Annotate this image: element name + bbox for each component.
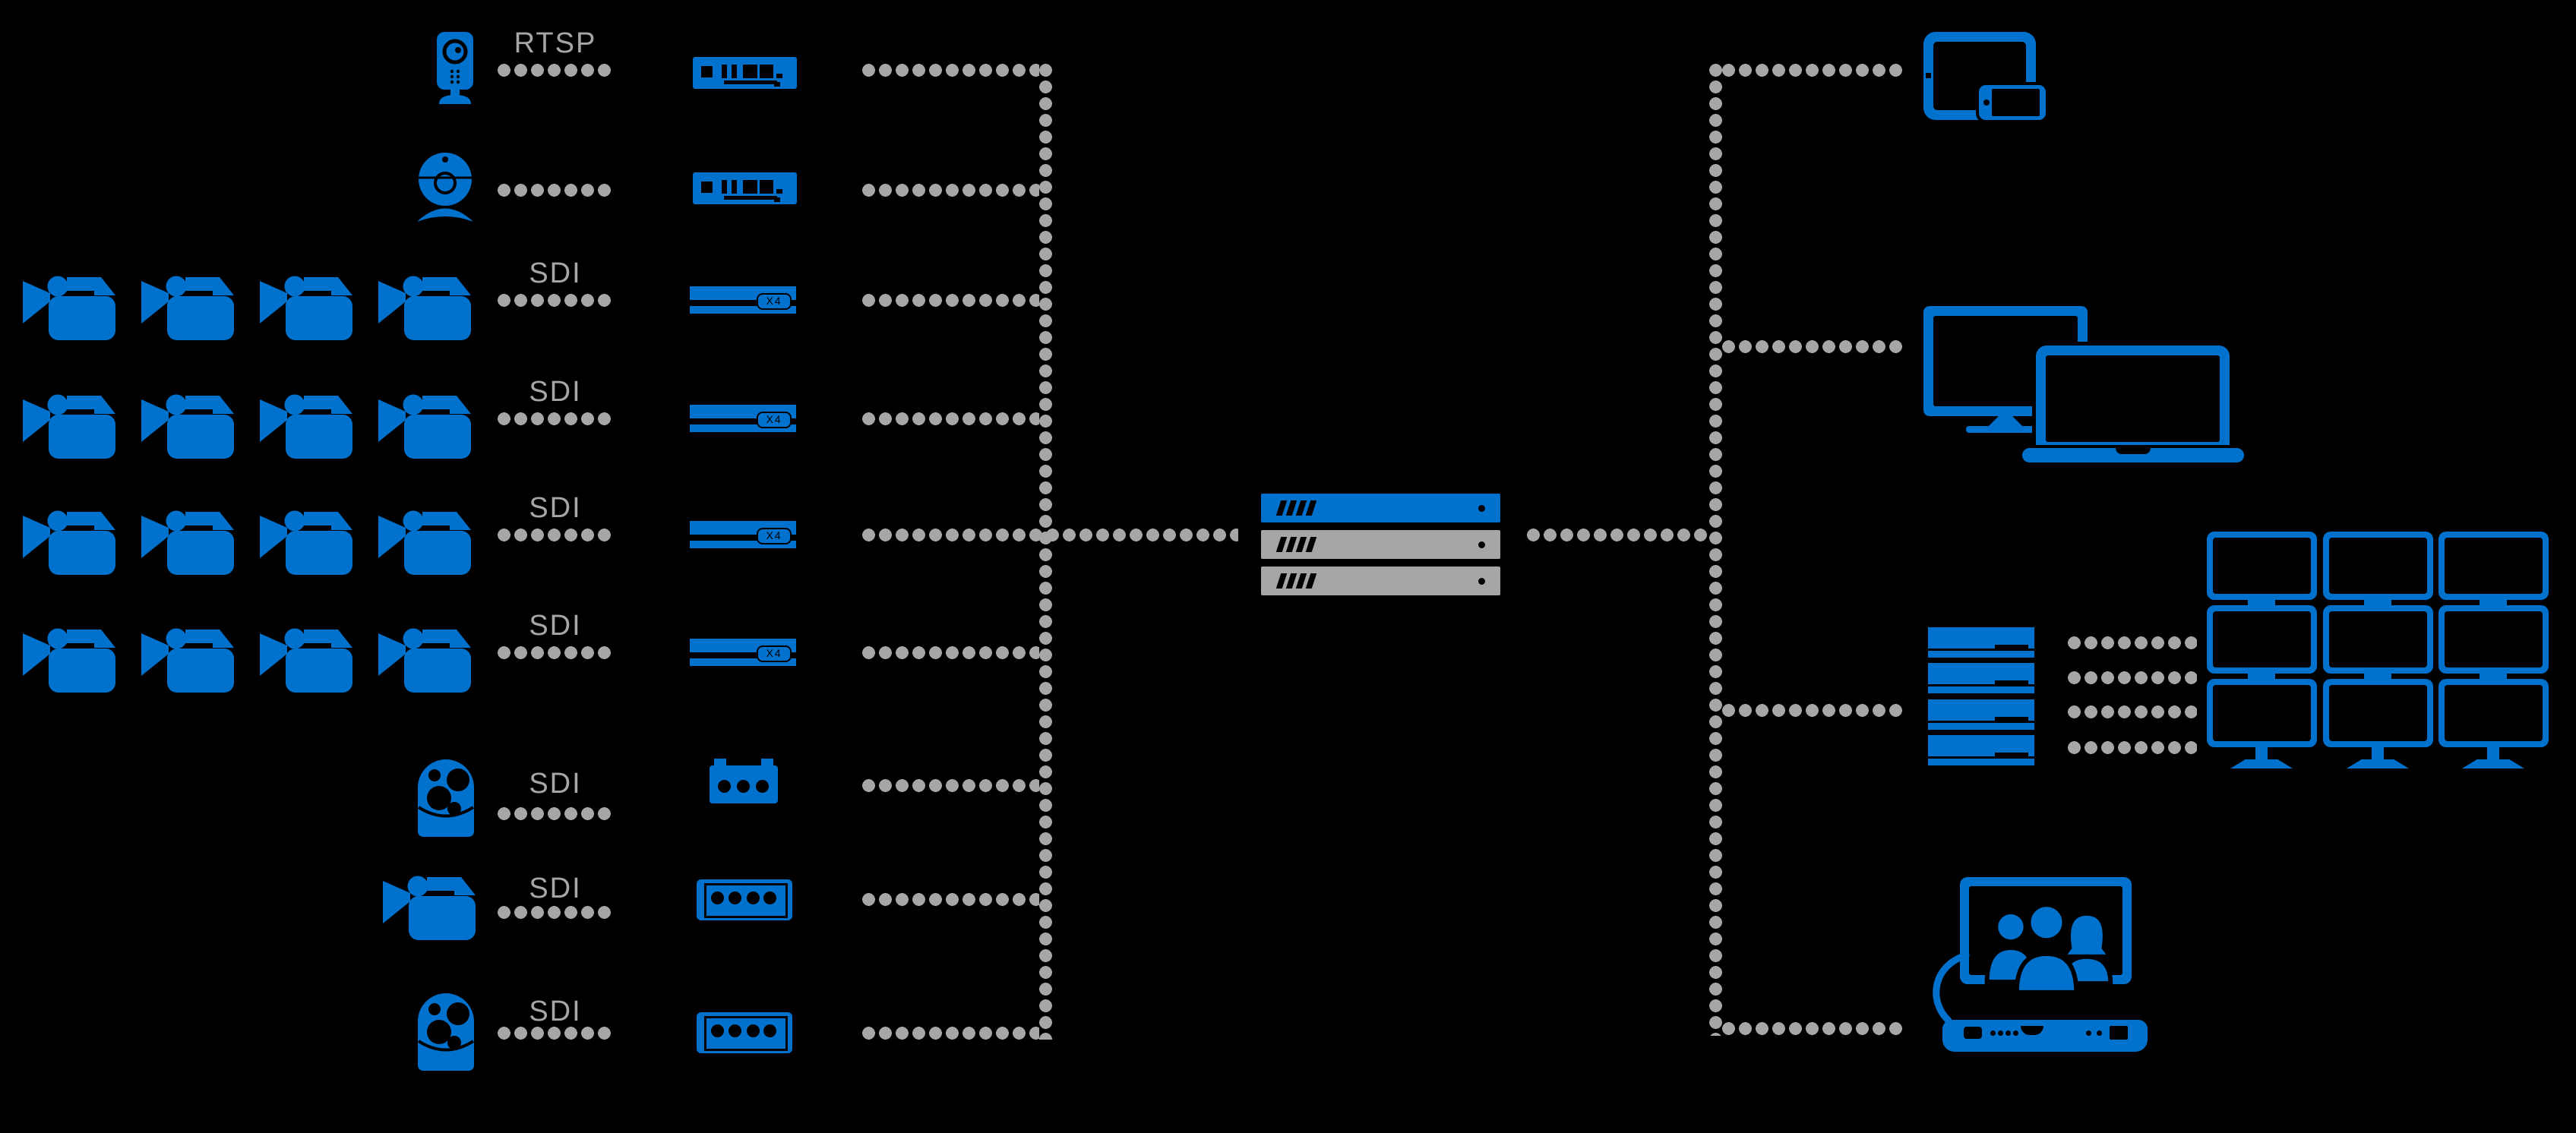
dotted-connector <box>498 1027 613 1040</box>
ptz-dome-camera-icon <box>418 759 474 837</box>
videowall-monitor <box>2323 605 2433 674</box>
server-unit-3 <box>1261 566 1500 595</box>
portable-encoder <box>697 1012 792 1053</box>
video-camera-icon <box>141 276 234 340</box>
dotted-connector <box>498 646 613 659</box>
decoder-unit <box>1928 699 2034 730</box>
protocol-label-sdi: SDI <box>529 768 582 800</box>
videowall-monitor <box>2439 532 2549 600</box>
x4-badge: X4 <box>757 293 792 310</box>
monitor-stand <box>1988 416 2023 427</box>
dotted-connector <box>498 529 613 541</box>
video-camera-icon <box>260 628 352 693</box>
dotted-connector <box>2068 705 2197 718</box>
x4-badge: X4 <box>757 412 792 428</box>
dotted-trunk-from-server <box>1527 529 1709 541</box>
dotted-connector <box>498 64 613 77</box>
rack-encoder <box>690 306 796 314</box>
monitor-foot <box>1966 426 2045 433</box>
dotted-connector <box>862 1027 1039 1040</box>
streaming-encoder <box>693 57 797 89</box>
video-camera-icon <box>23 510 115 575</box>
video-camera-icon <box>141 510 234 575</box>
videowall-monitor <box>2439 605 2549 674</box>
videowall-monitor <box>2323 679 2433 747</box>
rack-encoder <box>690 424 796 432</box>
video-camera-icon <box>260 276 352 340</box>
dotted-connector <box>2068 671 2197 684</box>
dotted-connector <box>498 294 613 307</box>
conference-cable <box>1933 952 1970 1024</box>
decoder-unit <box>1928 735 2034 765</box>
dotted-connector <box>2068 636 2197 649</box>
x4-badge: X4 <box>757 528 792 544</box>
ip-camera-icon <box>435 32 476 104</box>
videowall-monitor <box>2207 605 2317 674</box>
capture-device <box>710 759 778 803</box>
protocol-label-sdi: SDI <box>529 257 582 289</box>
video-camera-icon <box>141 394 234 459</box>
dotted-connector <box>2068 741 2197 754</box>
laptop-notch <box>2116 448 2151 454</box>
dotted-connector <box>862 779 1039 792</box>
conference-codec <box>1942 1020 2148 1052</box>
videowall-monitor <box>2207 679 2317 747</box>
protocol-label-sdi: SDI <box>529 996 582 1027</box>
videowall-monitor <box>2207 532 2317 600</box>
streaming-encoder <box>693 172 797 204</box>
dotted-connector <box>862 64 1039 77</box>
dome-camera-icon <box>418 993 474 1071</box>
video-camera-icon <box>260 510 352 575</box>
protocol-label-sdi: SDI <box>529 610 582 642</box>
video-camera-icon <box>23 394 115 459</box>
left-aggregation-bus <box>1039 64 1052 1040</box>
rack-encoder <box>690 541 796 548</box>
camcorder-icon <box>383 876 476 940</box>
webcam-icon <box>415 153 476 222</box>
video-camera-icon <box>23 276 115 340</box>
video-camera-icon <box>378 276 471 340</box>
dotted-connector <box>498 807 613 820</box>
protocol-label-sdi: SDI <box>529 376 582 408</box>
laptop-icon <box>2036 346 2230 448</box>
videowall-monitor <box>2439 679 2549 747</box>
dotted-branch-videowall <box>1722 704 1903 717</box>
phone-home-button <box>1983 99 1990 106</box>
decoder-unit <box>1928 627 2034 658</box>
dotted-connector <box>862 412 1039 425</box>
dotted-branch-conference <box>1722 1022 1903 1035</box>
phone-icon <box>1979 85 2046 120</box>
video-camera-icon <box>141 628 234 693</box>
server-unit-1 <box>1261 494 1500 522</box>
decoder-unit <box>1928 663 2034 693</box>
dotted-branch-desktop <box>1722 340 1903 353</box>
video-camera-icon <box>378 628 471 693</box>
video-camera-icon <box>23 628 115 693</box>
dotted-connector <box>498 412 613 425</box>
dotted-connector <box>498 184 613 197</box>
videowall-monitor <box>2323 532 2433 600</box>
video-camera-icon <box>378 510 471 575</box>
rack-encoder <box>690 658 796 666</box>
dotted-connector <box>862 646 1039 659</box>
protocol-label-sdi: SDI <box>529 873 582 904</box>
dotted-connector <box>862 184 1039 197</box>
dotted-branch-tablet <box>1722 64 1903 77</box>
dotted-connector <box>862 294 1039 307</box>
server-unit-2 <box>1261 530 1500 559</box>
protocol-label-rtsp: RTSP <box>514 27 597 59</box>
video-camera-icon <box>260 394 352 459</box>
dotted-connector <box>862 893 1039 906</box>
video-camera-icon <box>378 394 471 459</box>
dotted-connector <box>498 906 613 919</box>
protocol-label-sdi: SDI <box>529 492 582 524</box>
x4-badge: X4 <box>757 645 792 662</box>
laptop-base <box>2022 448 2244 462</box>
right-distribution-bus <box>1709 64 1722 1036</box>
portable-encoder <box>697 879 792 920</box>
tablet-camera-dot <box>1926 73 1931 78</box>
